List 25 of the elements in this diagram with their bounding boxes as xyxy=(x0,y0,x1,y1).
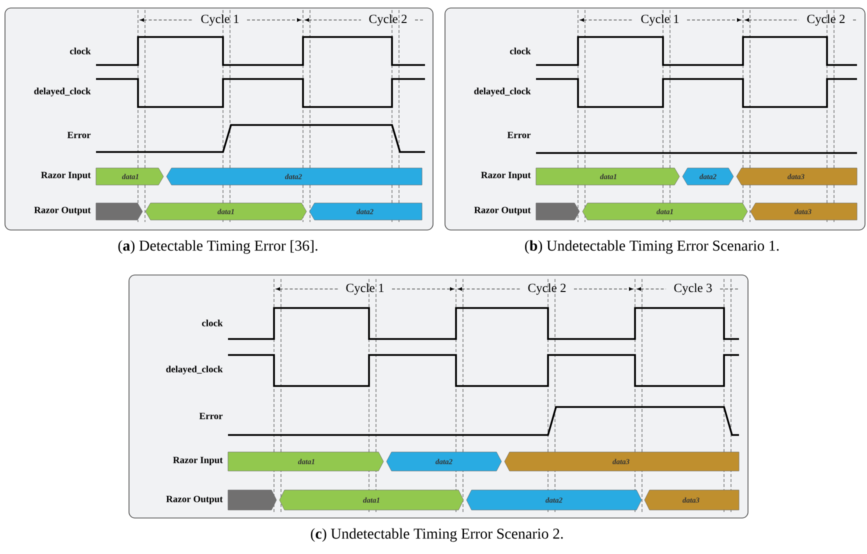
cycle-label: Cycle 3 xyxy=(674,283,712,295)
cycle-label: Cycle 1 xyxy=(201,14,239,26)
signal-name: clock xyxy=(202,320,223,326)
data-segment xyxy=(228,490,277,510)
cycle-label: Cycle 2 xyxy=(807,14,845,26)
data-segment xyxy=(536,202,580,220)
signal-name: Error xyxy=(199,412,223,420)
cycle-label: Cycle 1 xyxy=(346,283,384,295)
signal-name: Razor Input xyxy=(173,456,223,466)
signal-name: clock xyxy=(70,48,91,54)
signal-name: clock xyxy=(510,48,531,54)
signal-name: delayed_clock xyxy=(166,366,223,374)
signal-name: delayed_clock xyxy=(34,88,91,96)
signal-name: Error xyxy=(67,132,91,138)
data-segment xyxy=(96,202,143,220)
caption: (a) Detectable Timing Error [36]. xyxy=(118,240,318,254)
cycle-label: Cycle 1 xyxy=(641,14,679,26)
cycle-label: Cycle 2 xyxy=(369,14,407,26)
signal-name: Razor Input xyxy=(481,172,531,180)
cycle-label: Cycle 2 xyxy=(528,283,566,295)
caption: (b) Undetectable Timing Error Scenario 1. xyxy=(525,240,779,254)
signal-name: delayed_clock xyxy=(474,88,531,96)
signal-name: Error xyxy=(507,132,531,138)
signal-name: Razor Input xyxy=(41,172,91,180)
caption: (c) Undetectable Timing Error Scenario 2. xyxy=(310,528,563,542)
